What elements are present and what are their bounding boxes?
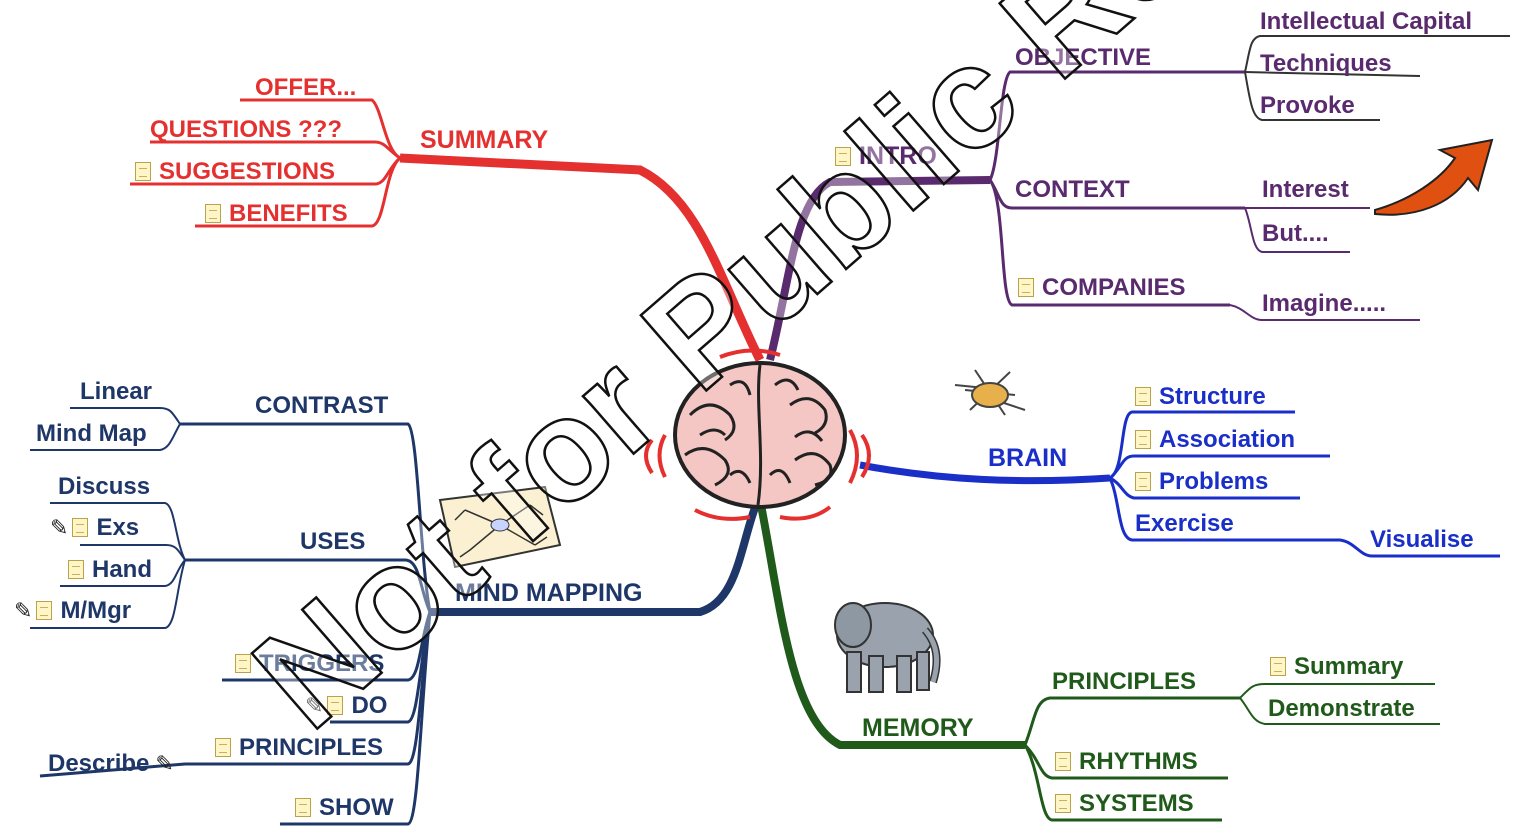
document-icon: [327, 696, 344, 715]
uses-item: Discuss: [58, 473, 151, 500]
pen-icon: ✎: [50, 515, 69, 540]
uses-item: ✎M/Mgr: [14, 597, 132, 624]
objective-item: Techniques: [1260, 50, 1392, 77]
document-icon: [36, 601, 53, 620]
context-title: CONTEXT: [1015, 176, 1130, 203]
brain-trunk: [859, 461, 1111, 485]
principles-describe: Describe✎: [48, 750, 174, 777]
brain-item: Exercise: [1135, 510, 1234, 537]
objective-item: Intellectual Capital: [1260, 8, 1473, 35]
uses-item: ✎Exs: [50, 514, 140, 541]
summary-item: QUESTIONS ???: [150, 116, 342, 143]
brain-item: Association: [1135, 428, 1295, 452]
brain-title: BRAIN: [988, 444, 1068, 472]
principles-item: Demonstrate: [1268, 695, 1415, 722]
summary-item: SUGGESTIONS: [135, 160, 335, 184]
principles-item: Summary: [1270, 655, 1403, 679]
memory-item: RHYTHMS: [1055, 750, 1198, 774]
brain-item: Problems: [1135, 470, 1268, 494]
memory-trunk: [756, 499, 1025, 749]
document-icon: [835, 147, 851, 166]
document-icon: [205, 204, 221, 223]
document-icon: [1135, 430, 1151, 449]
context-item: But....: [1262, 220, 1329, 247]
neuron-icon: [954, 369, 1026, 416]
document-icon: [215, 738, 231, 757]
mind-mapping-item: PRINCIPLES: [215, 736, 383, 760]
document-icon: [1018, 278, 1034, 297]
document-icon: [68, 560, 84, 579]
document-icon: [235, 654, 251, 673]
companies-item: Imagine.....: [1262, 290, 1387, 317]
intro-trunk: [766, 176, 991, 361]
document-icon: [1055, 794, 1071, 813]
map-sheet-icon: [438, 485, 562, 569]
uses-item: Hand: [68, 558, 152, 582]
summary-trunk: [399, 153, 765, 363]
uses-title: USES: [300, 528, 366, 555]
contrast-item: Mind Map: [36, 420, 147, 447]
memory-title: MEMORY: [862, 714, 974, 742]
objective-title: OBJECTIVE: [1015, 44, 1152, 71]
mind-mapping-title: MIND MAPPING: [455, 579, 643, 607]
document-icon: [72, 518, 89, 537]
upward-arrow-icon: [1374, 138, 1494, 216]
memory-item: SYSTEMS: [1055, 792, 1194, 816]
mind-mapping-trunk: [430, 493, 764, 616]
document-icon: [295, 798, 311, 817]
summary-item: OFFER...: [255, 74, 357, 101]
mind-mapping-item: ✎DO: [305, 692, 388, 719]
pen-icon: ✎: [305, 693, 324, 718]
brain-illustration: [644, 348, 871, 521]
document-icon: [1270, 657, 1286, 676]
pen-icon: ✎: [14, 598, 33, 623]
companies-title: COMPANIES: [1018, 276, 1186, 300]
document-icon: [1135, 472, 1151, 491]
pen-icon: ✎: [155, 751, 174, 776]
brain-item: Structure: [1135, 385, 1266, 409]
principles-title: PRINCIPLES: [1052, 668, 1197, 695]
objective-item: Provoke: [1260, 92, 1355, 119]
mind-mapping-item: TRIGGERS: [235, 652, 384, 676]
exercise-item: Visualise: [1370, 526, 1474, 553]
contrast-title: CONTRAST: [255, 392, 389, 419]
document-icon: [1055, 752, 1071, 771]
summary-title: SUMMARY: [420, 126, 549, 154]
contrast-item: Linear: [80, 378, 153, 405]
summary-item: BENEFITS: [205, 202, 348, 226]
document-icon: [135, 162, 151, 181]
mind-mapping-item: SHOW: [295, 796, 394, 820]
document-icon: [1135, 387, 1151, 406]
elephant-icon: [834, 602, 941, 693]
context-item: Interest: [1262, 176, 1349, 203]
intro-title: INTRO: [835, 144, 937, 169]
